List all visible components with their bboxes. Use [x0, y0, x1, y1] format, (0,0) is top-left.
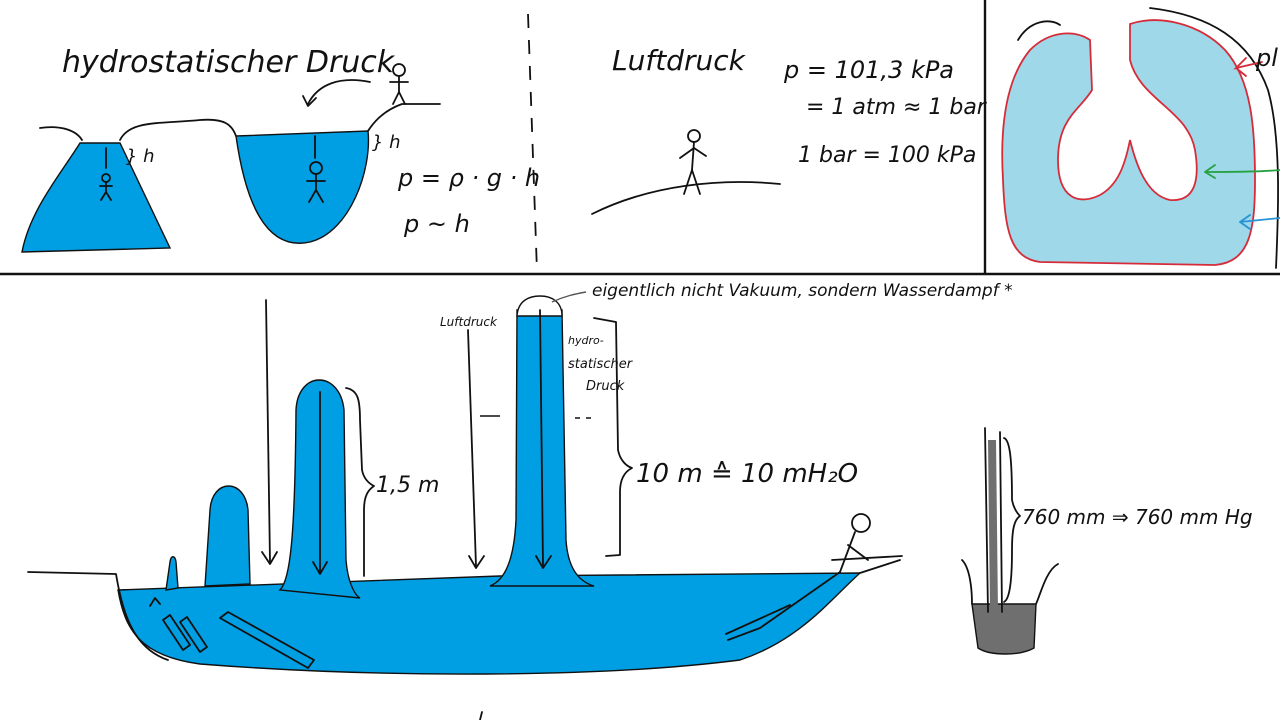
ground-right-edge: [831, 555, 903, 561]
barometer-tube: [984, 427, 1003, 613]
tilted-tubes: [149, 597, 315, 669]
height-label-10m: 10 m ≙ 10 mH₂O: [636, 459, 858, 489]
bracket-1-5m: [345, 387, 375, 577]
eq-atmospheric: p = 101,3 kPa: [783, 56, 954, 84]
lung-shape: [1001, 19, 1256, 266]
earth-curve: [591, 181, 781, 215]
lung-label-partial: pl: [1255, 44, 1278, 72]
mercury-column: [988, 440, 998, 612]
panel-barometer: 760 mm ⇒ 760 mm Hg: [961, 427, 1253, 655]
formula-proportional: p ~ h: [403, 210, 470, 238]
ground-left: [39, 126, 83, 141]
stick-figure-earth: [679, 129, 707, 195]
panel-dividers: [0, 0, 1280, 276]
lung-pleura-left: [1017, 20, 1061, 41]
panel-hydrostatic: hydrostatischer Druck: [21, 45, 540, 253]
ground-right: [367, 103, 441, 132]
column-tiny-water: [165, 556, 179, 591]
panel-column: eigentlich nicht Vakuum, sondern Wasserd…: [27, 281, 1013, 675]
stray-mark: [479, 711, 483, 720]
bracket-760mm: [1003, 437, 1021, 603]
stick-figure-standing: [389, 63, 409, 105]
h-label-right: } h: [372, 132, 401, 153]
ground-middle: [119, 118, 237, 141]
barometer-dish: [961, 559, 1059, 605]
eq-atm-bar: = 1 atm ≈ 1 bar: [806, 95, 988, 120]
hydro-label-line-1: hydro-: [568, 334, 604, 347]
barometer-label: 760 mm ⇒ 760 mm Hg: [1022, 505, 1253, 529]
stick-figure-lying: [725, 513, 871, 641]
ground-left-column: [27, 571, 169, 661]
formula-hydrostatic: p = ρ · g · h: [397, 164, 540, 192]
pool-water: [117, 572, 862, 675]
hydro-label-line-3: Druck: [586, 379, 625, 394]
panel-buoyancy: Luftdruck p = 101,3 kPa = 1 atm ≈ 1 bar …: [591, 44, 988, 215]
panel-lung: pl: [1001, 7, 1280, 269]
height-label-1-5m: 1,5 m: [376, 473, 439, 498]
hydrostatic-title: hydrostatischer Druck: [62, 45, 396, 80]
basin-left-water: [21, 142, 172, 253]
dashed-divider: [527, 13, 538, 273]
basin-right-water: [235, 130, 370, 244]
green-arrow-icon: [1204, 164, 1280, 179]
h-label-left: } h: [126, 146, 155, 167]
vacuum-dome: [516, 295, 563, 317]
bracket-10m: [593, 317, 633, 557]
hydro-label-line-2: statischer: [568, 357, 634, 372]
pressure-arrows: [261, 299, 552, 575]
ground-right-column: [859, 559, 901, 574]
curved-arrow: [307, 79, 371, 105]
stick-figure-diver-right: [306, 135, 326, 203]
eq-bar-kpa: 1 bar = 100 kPa: [798, 143, 976, 168]
red-arrow-icon: [1233, 57, 1263, 77]
annotation-pointer: [551, 291, 587, 303]
annotation-vacuum: eigentlich nicht Vakuum, sondern Wasserd…: [592, 281, 1013, 301]
arrow-head-icon: [302, 95, 317, 107]
mercury-pool: [971, 603, 1037, 655]
buoyancy-title: Luftdruck: [612, 44, 747, 77]
luftdruck-label: Luftdruck: [440, 315, 498, 329]
blue-arrow-icon: [1239, 214, 1280, 230]
stick-figure-diver-left: [99, 147, 113, 201]
column-small-water: [204, 485, 251, 587]
